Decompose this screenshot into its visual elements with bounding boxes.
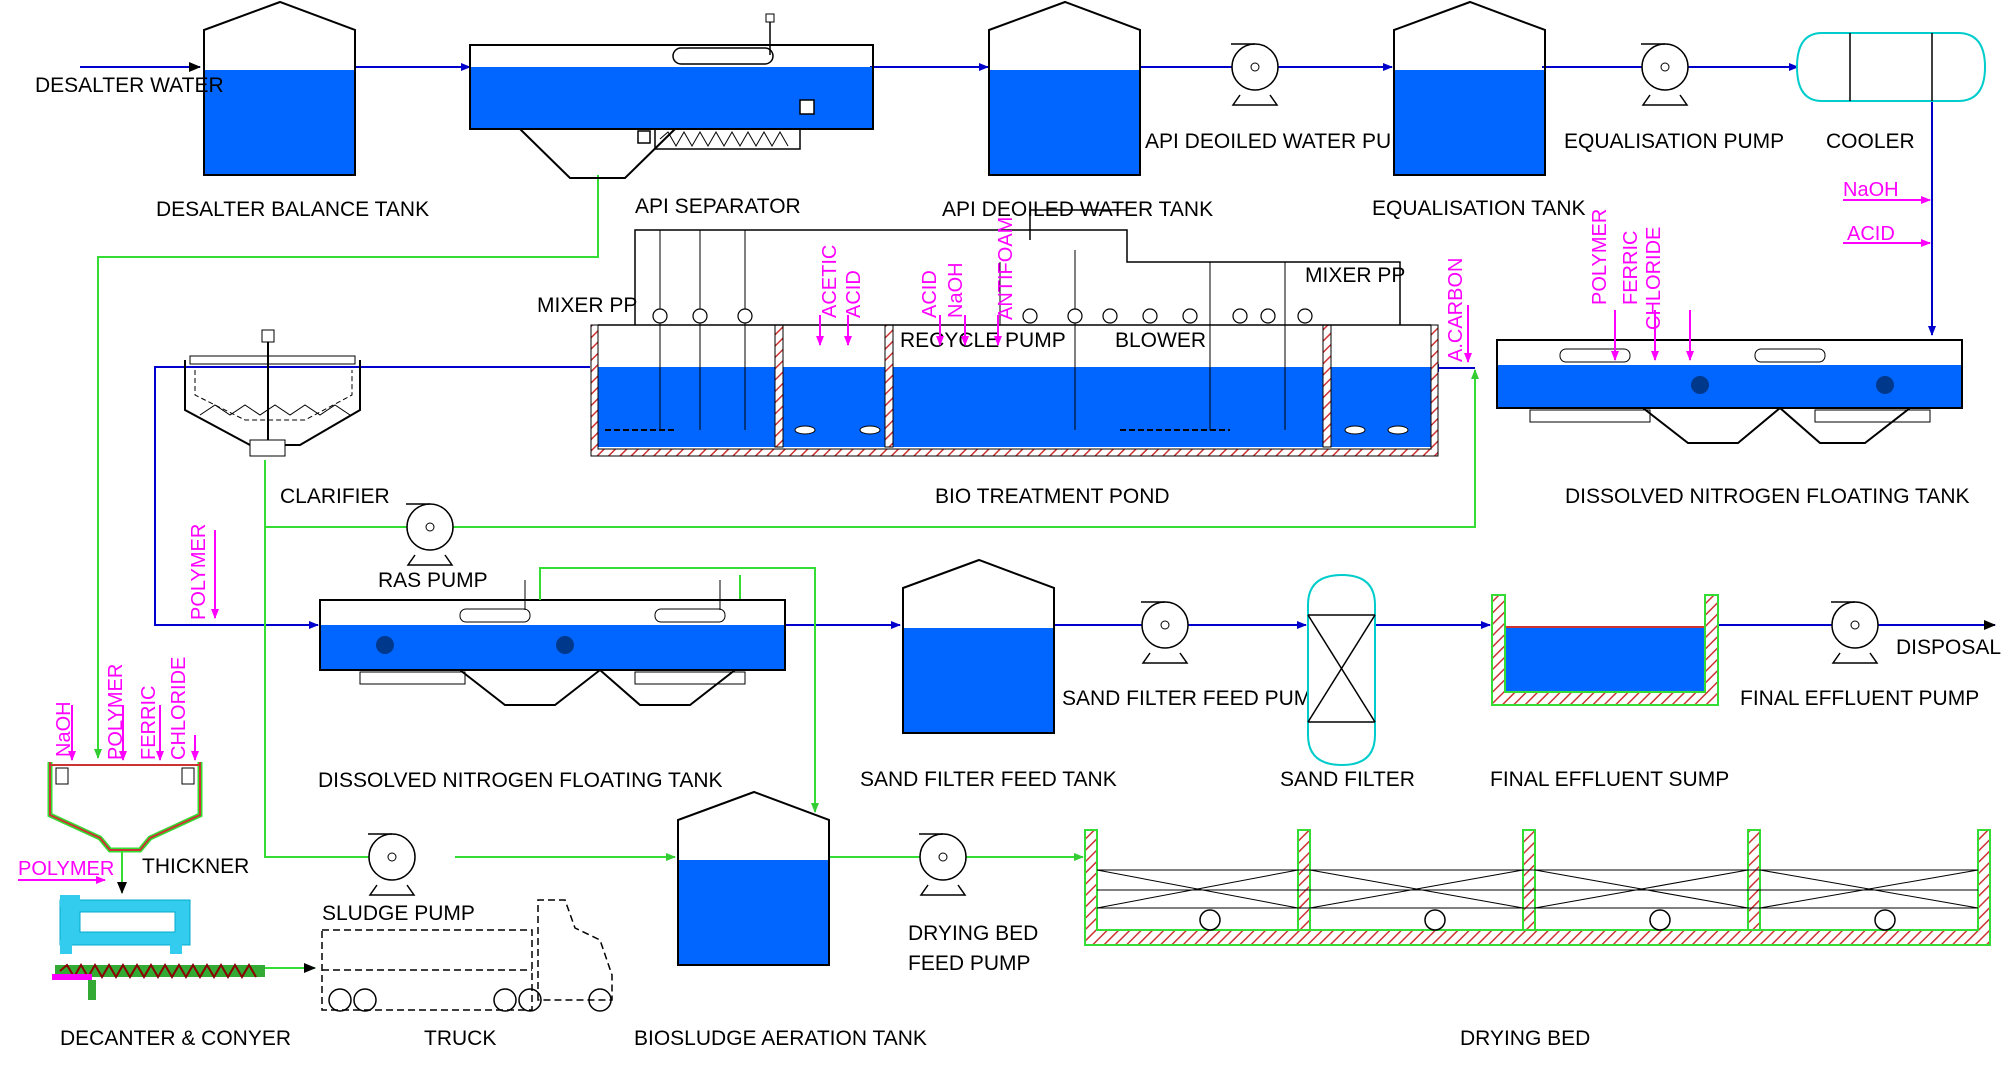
desalter-balance-tank bbox=[203, 0, 356, 176]
final-effluent-pump-icon bbox=[1831, 601, 1879, 664]
cooler-label: COOLER bbox=[1826, 130, 1915, 153]
conveyor-icon bbox=[52, 963, 265, 1000]
dnf-tank-lower bbox=[319, 572, 786, 706]
ferric-dnf-label: FERRIC bbox=[1620, 231, 1642, 305]
sand-filter-label: SAND FILTER bbox=[1280, 768, 1415, 791]
equalisation-tank-label: EQUALISATION TANK bbox=[1372, 197, 1586, 220]
thickner-label: THICKNER bbox=[142, 855, 249, 878]
recycle-pump-label: RECYCLE PUMP bbox=[900, 329, 1066, 352]
drying-bed-feed-pump-icon bbox=[919, 833, 967, 896]
sand-filter-feed-tank bbox=[902, 558, 1055, 734]
decanter-conveyor-label: DECANTER & CONYER bbox=[60, 1027, 291, 1050]
final-effluent-sump bbox=[1491, 594, 1719, 706]
chloride-dnf-label: CHLORIDE bbox=[1643, 227, 1665, 330]
drying-bed-label: DRYING BED bbox=[1460, 1027, 1590, 1050]
dnf-tank-lower-label: DISSOLVED NITROGEN FLOATING TANK bbox=[318, 769, 723, 792]
sludge-pump-icon bbox=[368, 833, 416, 896]
sand-filter-feed-pump-label: SAND FILTER FEED PUMP bbox=[1062, 687, 1325, 710]
api-separator-label: API SEPARATOR bbox=[635, 195, 801, 218]
blower-label: BLOWER bbox=[1115, 329, 1206, 352]
bio-chemical-feed bbox=[816, 305, 1472, 363]
dnf-tank-upper-label: DISSOLVED NITROGEN FLOATING TANK bbox=[1565, 485, 1970, 508]
dnf-upper-chemical-feed bbox=[1611, 310, 1694, 361]
naoh-cooler-label: NaOH bbox=[1843, 179, 1899, 201]
cooler-chemical-feed bbox=[1843, 196, 1931, 247]
sand-filter-feed-tank-label: SAND FILTER FEED TANK bbox=[860, 768, 1117, 791]
mixer-pp-right-label: MIXER PP bbox=[1305, 264, 1405, 287]
acetic-bio-label: ACETIC bbox=[819, 245, 841, 318]
thickner-chemical-feed bbox=[68, 705, 199, 761]
desalter-balance-tank-label: DESALTER BALANCE TANK bbox=[156, 198, 429, 221]
sand-filter-icon bbox=[1307, 573, 1376, 767]
sludge-pump-label: SLUDGE PUMP bbox=[322, 902, 475, 925]
desalter-water-label: DESALTER WATER bbox=[35, 74, 224, 97]
polymer-thick-label: POLYMER bbox=[105, 664, 127, 760]
antifoam-bio-label: ANTIFOAM bbox=[995, 217, 1017, 320]
truck-icon bbox=[321, 899, 613, 1012]
bio-treatment-pond-label: BIO TREATMENT POND bbox=[935, 485, 1170, 508]
drying-bed-feed-pump-label-2: FEED PUMP bbox=[908, 952, 1031, 975]
polymer-lower-label: POLYMER bbox=[188, 524, 210, 620]
final-effluent-pump-label: FINAL EFFLUENT PUMP bbox=[1740, 687, 1979, 710]
api-deoiled-water-pump-label: API DEOILED WATER PUMP bbox=[1145, 130, 1423, 153]
acid-bio-1-label: ACID bbox=[843, 270, 865, 318]
equalisation-pump-icon bbox=[1641, 43, 1689, 106]
truck-label: TRUCK bbox=[424, 1027, 496, 1050]
thickner bbox=[47, 762, 203, 853]
bio-treatment-pond bbox=[590, 209, 1439, 457]
ferric-thick-label: FERRIC bbox=[138, 686, 160, 760]
sludge-lines bbox=[94, 175, 1479, 973]
disposal-label: DISPOSAL bbox=[1896, 636, 2001, 659]
dnf-tank-upper bbox=[1496, 339, 1963, 444]
sand-filter-feed-pump-icon bbox=[1141, 601, 1189, 664]
final-effluent-sump-label: FINAL EFFLUENT SUMP bbox=[1490, 768, 1729, 791]
acid-cooler-label: ACID bbox=[1847, 223, 1895, 245]
polymer-dnf-label: POLYMER bbox=[1589, 209, 1611, 305]
api-deoiled-water-pump-icon bbox=[1231, 43, 1279, 106]
ras-pump-icon bbox=[406, 503, 454, 566]
chloride-thick-label: CHLORIDE bbox=[168, 657, 190, 760]
ras-pump-label: RAS PUMP bbox=[378, 569, 488, 592]
drying-bed bbox=[1084, 829, 1991, 946]
api-deoiled-water-tank bbox=[988, 0, 1141, 176]
acid-bio-2-label: ACID bbox=[919, 270, 941, 318]
clarifier bbox=[184, 329, 361, 457]
naoh-thick-label: NaOH bbox=[53, 701, 75, 757]
biosludge-aeration-tank-label: BIOSLUDGE AERATION TANK bbox=[634, 1027, 927, 1050]
equalisation-pump-label: EQUALISATION PUMP bbox=[1564, 130, 1784, 153]
polymer-decanter-label: POLYMER bbox=[18, 858, 114, 880]
mixer-pp-left-label: MIXER PP bbox=[537, 294, 637, 317]
naoh-bio-label: NaOH bbox=[945, 262, 967, 318]
biosludge-aeration-tank bbox=[677, 790, 830, 966]
process-lines bbox=[80, 62, 1996, 630]
clarifier-label: CLARIFIER bbox=[280, 485, 390, 508]
drying-bed-feed-pump-label-1: DRYING BED bbox=[908, 922, 1038, 945]
a-carbon-label: A.CARBON bbox=[1445, 258, 1467, 362]
api-separator bbox=[469, 13, 874, 179]
equalisation-tank bbox=[1393, 0, 1546, 176]
decanter-icon bbox=[59, 895, 191, 954]
cooler bbox=[1795, 32, 1987, 102]
